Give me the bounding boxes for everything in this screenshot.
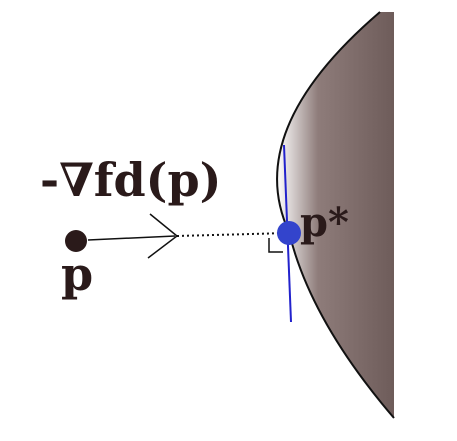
point-p-label: p	[61, 247, 93, 301]
projection-dotted-line	[176, 232, 289, 237]
right-angle-marker	[268, 238, 283, 253]
projection-point-label: p*	[300, 199, 349, 246]
point-p	[65, 230, 87, 252]
gradient-label: -∇fd(p)	[40, 153, 221, 207]
gradient-arrow-shaft	[87, 235, 176, 241]
feasible-region	[277, 12, 394, 418]
projection-point	[277, 221, 301, 245]
